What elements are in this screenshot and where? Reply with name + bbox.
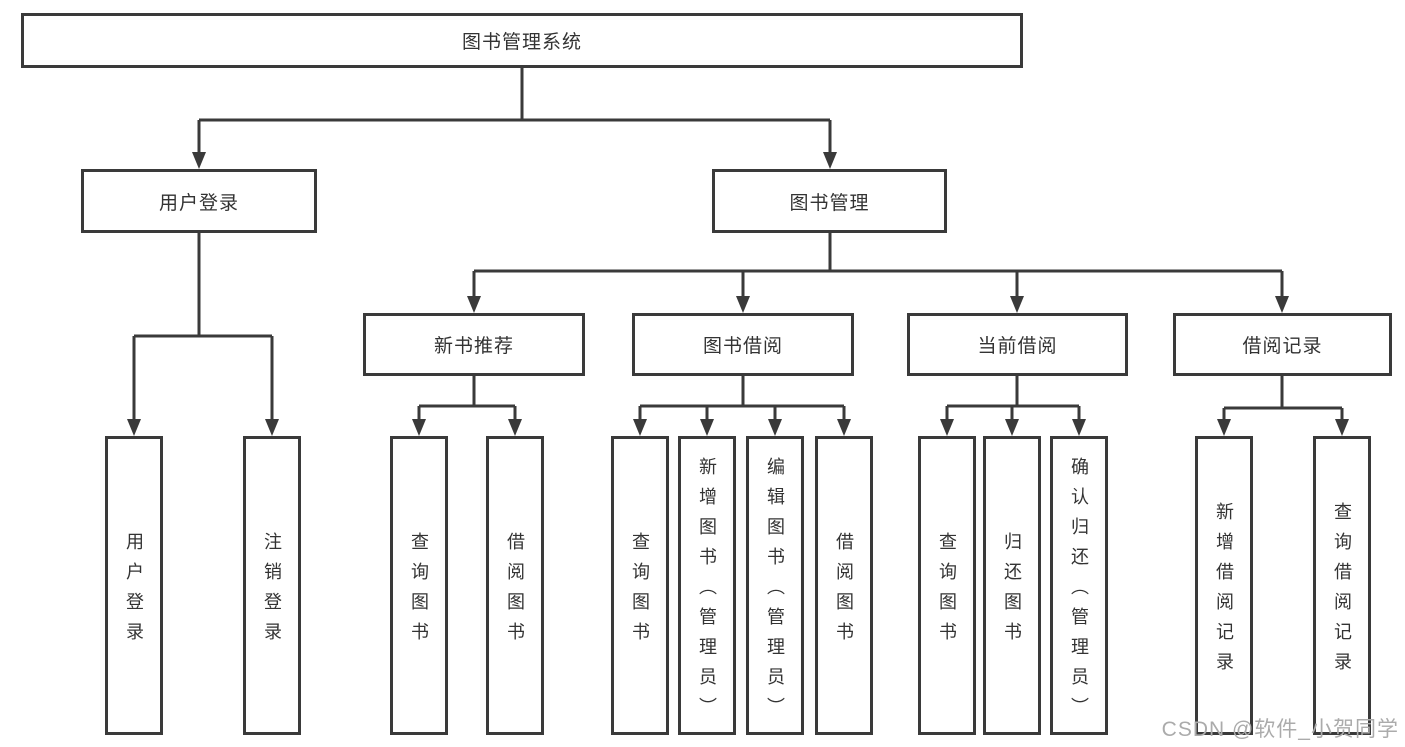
leaf-borrow-books-recommend-label: 借阅图书 [505, 531, 525, 652]
leaf-return-book-label: 归还图书 [1002, 531, 1022, 652]
leaf-return-book: 归还图书 [983, 436, 1041, 735]
leaf-query-borrow-record: 查询借阅记录 [1313, 436, 1371, 735]
leaf-query-books-borrow: 查询图书 [611, 436, 669, 735]
node-borrow-records-label: 借阅记录 [1242, 336, 1323, 357]
leaf-add-borrow-record: 新增借阅记录 [1195, 436, 1253, 735]
leaf-user-login: 用户登录 [105, 436, 163, 735]
node-new-book-recommend-label: 新书推荐 [433, 336, 514, 357]
node-new-book-recommend: 新书推荐 [363, 313, 585, 376]
leaf-query-books-borrow-label: 查询图书 [630, 531, 650, 652]
node-system-root-label: 图书管理系统 [461, 32, 582, 53]
leaf-borrow-books-borrow-label: 借阅图书 [834, 531, 854, 652]
leaf-borrow-books-borrow: 借阅图书 [815, 436, 873, 735]
leaf-query-books-current: 查询图书 [918, 436, 976, 735]
node-user-login: 用户登录 [81, 169, 317, 233]
leaf-query-books-recommend: 查询图书 [390, 436, 448, 735]
node-borrow-records: 借阅记录 [1173, 313, 1392, 376]
leaf-edit-book-admin: 编辑图书（管理员） [746, 436, 804, 735]
leaf-query-borrow-record-label: 查询借阅记录 [1332, 501, 1352, 682]
leaf-edit-book-admin-label: 编辑图书（管理员） [765, 456, 785, 727]
node-book-management: 图书管理 [712, 169, 947, 233]
node-book-borrow: 图书借阅 [632, 313, 854, 376]
leaf-logout: 注销登录 [243, 436, 301, 735]
csdn-watermark: CSDN @软件_小贺同学 [1161, 718, 1399, 741]
node-current-borrow-label: 当前借阅 [977, 336, 1058, 357]
node-book-borrow-label: 图书借阅 [702, 336, 783, 357]
leaf-confirm-return-admin-label: 确认归还（管理员） [1069, 456, 1089, 727]
leaf-user-login-label: 用户登录 [124, 531, 144, 652]
node-user-login-label: 用户登录 [158, 192, 239, 214]
leaf-query-books-recommend-label: 查询图书 [409, 531, 429, 652]
arrowheads [127, 152, 1349, 436]
leaf-confirm-return-admin: 确认归还（管理员） [1050, 436, 1108, 735]
node-current-borrow: 当前借阅 [907, 313, 1128, 376]
leaf-add-book-admin-label: 新增图书（管理员） [697, 456, 717, 727]
leaf-add-borrow-record-label: 新增借阅记录 [1214, 501, 1234, 682]
leaf-logout-label: 注销登录 [262, 531, 282, 652]
leaf-borrow-books-recommend: 借阅图书 [486, 436, 544, 735]
node-book-management-label: 图书管理 [789, 192, 870, 214]
node-system-root: 图书管理系统 [21, 13, 1023, 68]
leaf-query-books-current-label: 查询图书 [937, 531, 957, 652]
leaf-add-book-admin: 新增图书（管理员） [678, 436, 736, 735]
